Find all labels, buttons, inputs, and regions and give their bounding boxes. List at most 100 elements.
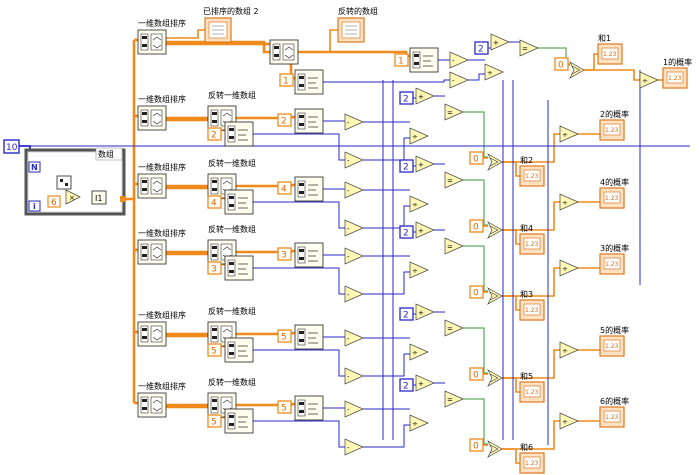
search-key-constant[interactable]: 5 — [207, 343, 222, 357]
equal-node: = — [444, 103, 464, 121]
count-constant[interactable]: 10 — [3, 139, 20, 154]
search-key-constant[interactable]: 2 — [277, 113, 292, 127]
search-1d-array-node[interactable] — [294, 242, 324, 268]
sort-1d-array-node-glyph-arrow — [152, 112, 162, 125]
compare-constant[interactable]: 2 — [399, 307, 414, 321]
false-case-constant[interactable]: 0 — [554, 57, 569, 71]
subtract-node: - — [344, 113, 364, 131]
compare-constant[interactable]: 2 — [474, 41, 489, 55]
search-1d-array-node-glyph-mark — [414, 54, 419, 57]
sort-1d-array-node-glyph-mark — [142, 399, 147, 402]
sort-label: 一维数组排序 — [138, 162, 186, 172]
search-1d-array-node[interactable] — [294, 324, 324, 350]
false-case-constant[interactable]: 0 — [469, 285, 484, 299]
subtract-node: - — [344, 151, 364, 169]
sorted-array-indicator[interactable] — [204, 17, 232, 43]
compare-constant[interactable]: 2 — [399, 91, 414, 105]
compare-constant-box — [399, 378, 414, 392]
sort-1d-array-node[interactable] — [137, 321, 167, 347]
probability-indicator-display — [603, 123, 621, 136]
sort-1d-array-node[interactable] — [137, 29, 167, 55]
node-layer: 一维数组排序11--2÷+=01.23和1÷1.231的概率一维数组排序反转一维… — [137, 17, 692, 474]
sort-1d-array-node[interactable] — [137, 173, 167, 199]
false-case-constant[interactable]: 0 — [469, 367, 484, 381]
compare-constant[interactable]: 2 — [399, 225, 414, 239]
sort-1d-array-node-glyph-mark — [142, 112, 147, 115]
search-1d-array-node[interactable] — [409, 47, 439, 73]
search-key-constant[interactable]: 5 — [277, 400, 292, 414]
reverse-1d-array-node-glyph — [272, 43, 281, 61]
compare-constant[interactable]: 2 — [399, 159, 414, 173]
reverse-label: 反转一维数组 — [208, 90, 256, 100]
search-key-constant[interactable]: 5 — [207, 414, 222, 428]
search-key-constant-box — [207, 195, 222, 209]
for-loop[interactable]: N i 6 × I1 — [24, 148, 126, 216]
search-1d-array-node[interactable] — [294, 108, 324, 134]
search-key-constant[interactable]: 1 — [394, 53, 409, 67]
search-key-constant[interactable]: 4 — [277, 181, 292, 195]
search-1d-array-node[interactable] — [294, 176, 324, 202]
select-node — [487, 369, 503, 387]
search-1d-array-node-glyph — [227, 259, 236, 277]
search-1d-array-node[interactable] — [224, 255, 254, 281]
divide-node-symbol: ÷ — [412, 420, 418, 428]
random-multiplier-constant[interactable]: 6 — [51, 198, 57, 208]
search-key-constant[interactable]: 5 — [277, 329, 292, 343]
search-1d-array-node-glyph-line — [308, 184, 318, 196]
reversed-array-indicator[interactable] — [337, 17, 365, 43]
subtract-node: - — [344, 181, 364, 199]
false-case-constant[interactable]: 0 — [469, 151, 484, 165]
sort-1d-array-node[interactable] — [137, 392, 167, 418]
wire — [463, 111, 488, 158]
equal-node-symbol: = — [522, 45, 528, 53]
wire — [502, 267, 560, 297]
equal-node-shape — [444, 237, 464, 255]
false-case-constant[interactable]: 0 — [469, 219, 484, 233]
search-1d-array-node[interactable] — [224, 121, 254, 147]
divide-node-symbol: ÷ — [412, 201, 418, 209]
search-1d-array-node[interactable] — [224, 189, 254, 215]
compare-constant[interactable]: 2 — [399, 378, 414, 392]
search-1d-array-node[interactable] — [294, 69, 324, 95]
select-node — [487, 153, 503, 171]
search-key-constant[interactable]: 1 — [279, 73, 294, 87]
false-case-constant[interactable]: 0 — [469, 438, 484, 452]
select-node-glyph — [489, 444, 499, 454]
equal-node: = — [519, 39, 539, 57]
search-key-constant-value: 4 — [281, 185, 287, 195]
probability-indicator-label: 5的概率 — [600, 325, 629, 335]
search-1d-array-node-glyph-line — [423, 55, 433, 67]
search-key-constant[interactable]: 2 — [207, 127, 222, 141]
search-1d-array-node[interactable] — [224, 337, 254, 363]
sum-indicator-label: 和6 — [520, 443, 533, 452]
sort-1d-array-node-glyph-mark — [142, 336, 147, 339]
round-to-integer-icon — [91, 190, 107, 205]
wire — [502, 420, 560, 450]
search-key-constant[interactable]: 3 — [207, 261, 222, 275]
compare-constant-value: 2 — [403, 311, 409, 321]
equal-node: = — [444, 171, 464, 189]
search-key-constant[interactable]: 4 — [207, 195, 222, 209]
subtract-node-shape — [344, 113, 364, 131]
compare-constant-box — [474, 41, 489, 55]
search-1d-array-node[interactable] — [294, 395, 324, 421]
subtract-node-symbol: - — [347, 444, 350, 452]
search-key-constant[interactable]: 3 — [277, 247, 292, 261]
reverse-1d-array-node[interactable] — [207, 105, 237, 131]
sort-1d-array-node[interactable] — [137, 239, 167, 265]
reverse-1d-array-node[interactable] — [269, 39, 299, 65]
search-1d-array-node[interactable] — [224, 408, 254, 434]
sort-1d-array-node[interactable] — [137, 105, 167, 131]
